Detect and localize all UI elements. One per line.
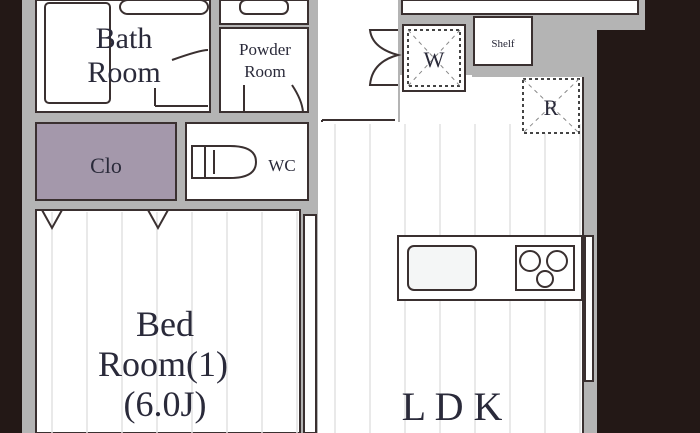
shelf bbox=[473, 16, 533, 66]
bath-sink bbox=[119, 0, 209, 15]
bedroom-size: (6.0J) bbox=[124, 384, 207, 424]
burner-icon bbox=[519, 250, 541, 272]
closet-door bbox=[368, 29, 402, 86]
window bbox=[584, 235, 594, 382]
upper-room bbox=[401, 0, 639, 15]
powder-label: Powder bbox=[239, 40, 291, 59]
sliding-door bbox=[303, 214, 317, 433]
bathtub bbox=[44, 2, 111, 104]
closet-door-markers bbox=[41, 209, 169, 231]
bedroom-label: Bed bbox=[136, 304, 194, 344]
washbasin-box bbox=[219, 0, 309, 25]
ldk-label: L D K bbox=[402, 384, 503, 429]
powder-room bbox=[219, 27, 309, 113]
closet bbox=[35, 122, 177, 201]
closet-label: Clo bbox=[90, 153, 122, 178]
bath-label-2: Room bbox=[87, 56, 160, 89]
exterior-left bbox=[0, 0, 22, 433]
shelf-label: Shelf bbox=[491, 38, 515, 50]
bedroom-flooring bbox=[51, 212, 298, 433]
powder-door bbox=[243, 84, 304, 113]
bath-label: Bath bbox=[96, 22, 153, 55]
washer-dashed-box bbox=[407, 29, 461, 87]
wc-room bbox=[185, 122, 309, 201]
burner-icon bbox=[546, 250, 568, 272]
fridge-cross bbox=[522, 78, 580, 134]
powder-label-2: Room bbox=[244, 62, 286, 81]
exterior-right bbox=[597, 0, 700, 433]
bedroom-label-2: Room(1) bbox=[98, 344, 228, 384]
toilet-icon bbox=[191, 145, 258, 179]
washbasin bbox=[239, 0, 289, 15]
kitchen-sink bbox=[407, 245, 477, 291]
wc-label: WC bbox=[268, 156, 295, 175]
fridge-label: R bbox=[544, 95, 559, 120]
bath-door bbox=[154, 49, 209, 107]
bedroom bbox=[35, 209, 301, 433]
burner-icon bbox=[536, 270, 554, 288]
washer-label: W bbox=[424, 47, 445, 72]
